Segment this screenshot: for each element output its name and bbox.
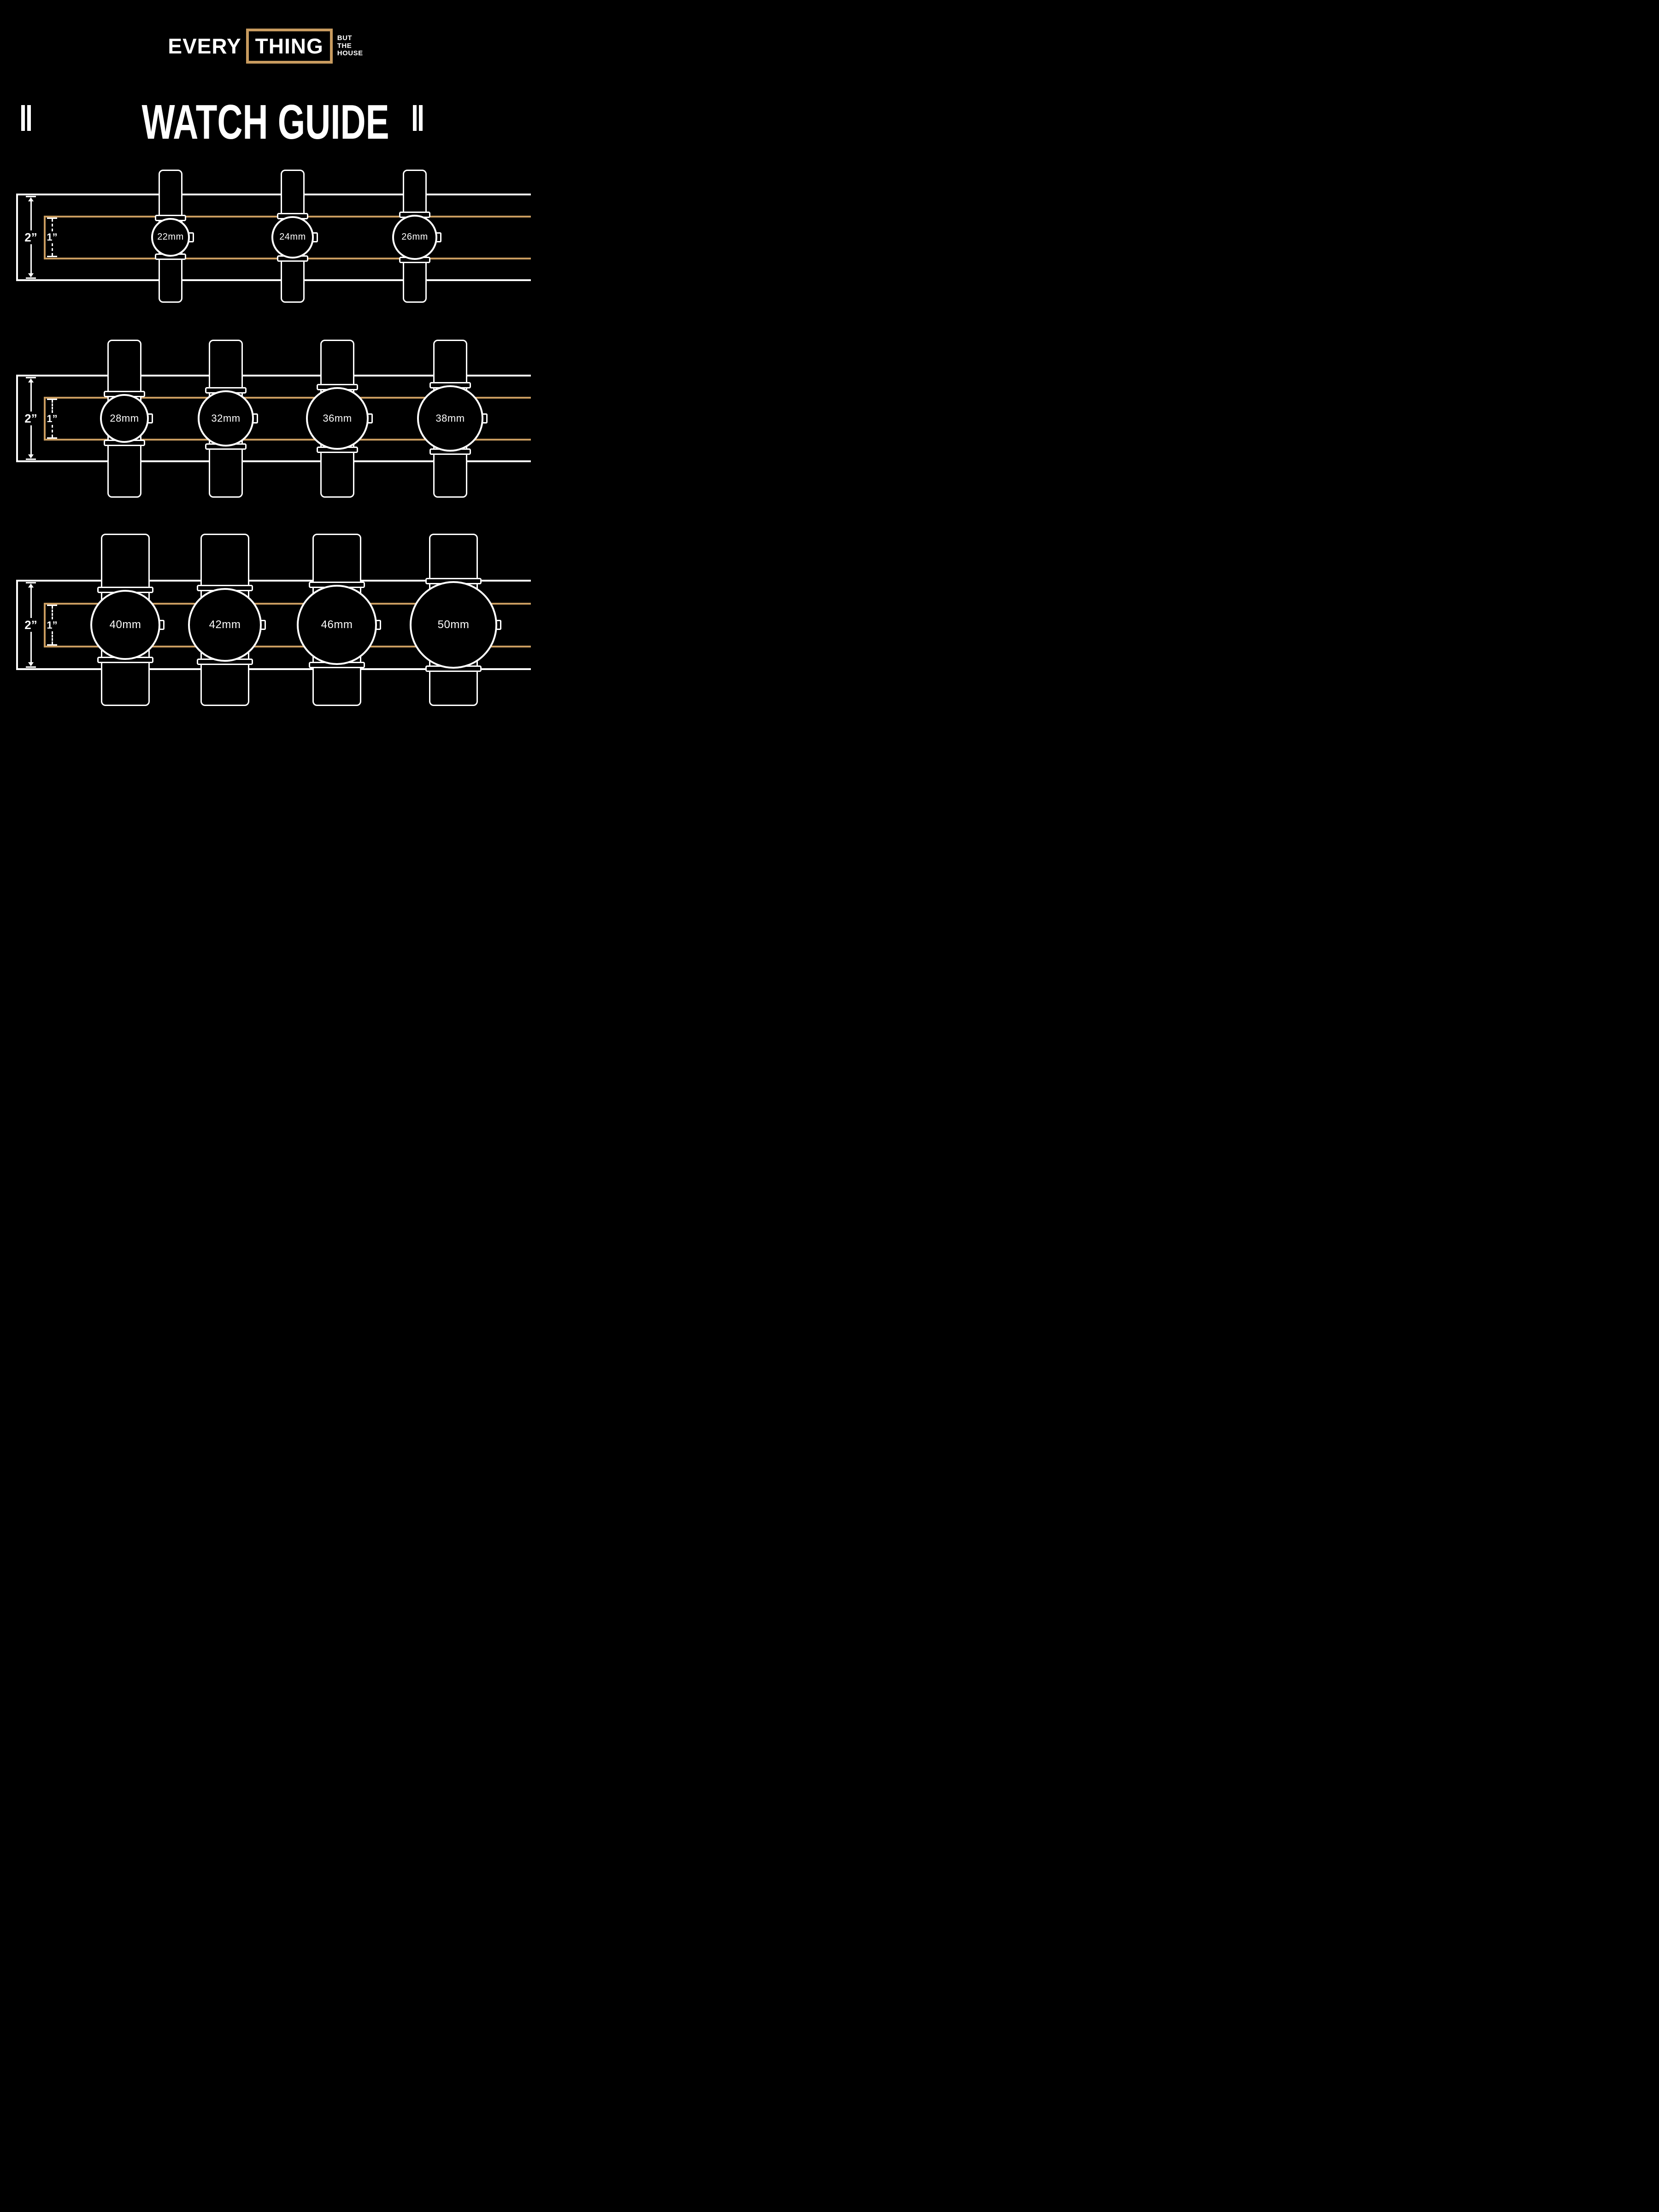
brand-tagline-line: THE bbox=[337, 41, 352, 50]
two-inch-dimension-row-1: 2” bbox=[24, 196, 37, 279]
one-inch-dimension-row-3: 1” bbox=[46, 605, 58, 646]
watch-case: 46mm bbox=[296, 584, 377, 665]
watch-case: 22mm bbox=[151, 218, 190, 257]
watch-size-label: 22mm bbox=[157, 232, 184, 242]
one-inch-band-row-3 bbox=[44, 603, 531, 647]
watch-case: 36mm bbox=[306, 387, 369, 450]
two-inch-band-row-3 bbox=[16, 580, 531, 670]
title-quote-right-icon bbox=[413, 105, 423, 131]
watch-case: 24mm bbox=[271, 216, 314, 259]
watch-case: 40mm bbox=[90, 590, 160, 660]
two-inch-dimension-row-2: 2” bbox=[24, 377, 37, 460]
watch-size-label: 38mm bbox=[435, 412, 465, 424]
watch-case: 38mm bbox=[417, 385, 484, 452]
watch-size-label: 28mm bbox=[110, 412, 139, 424]
watch-size-label: 42mm bbox=[209, 618, 241, 631]
watch-size-label: 24mm bbox=[279, 232, 306, 242]
two-inch-label: 2” bbox=[24, 230, 37, 244]
brand-word-every: EVERY bbox=[168, 34, 241, 58]
one-inch-label: 1” bbox=[47, 412, 58, 424]
watch-guide-page: EVERY THING BUT THE HOUSE WATCH GUIDE 2”… bbox=[0, 0, 531, 708]
two-inch-band-row-2 bbox=[16, 375, 531, 462]
two-inch-label: 2” bbox=[24, 618, 37, 632]
watch-size-label: 26mm bbox=[401, 232, 428, 242]
watch-size-label: 32mm bbox=[211, 412, 241, 424]
watch-case: 50mm bbox=[410, 581, 497, 669]
watch-case: 28mm bbox=[100, 394, 149, 443]
brand-logo: EVERY THING BUT THE HOUSE bbox=[0, 29, 531, 64]
watch-case: 26mm bbox=[392, 214, 438, 260]
one-inch-dimension-row-2: 1” bbox=[46, 399, 58, 439]
one-inch-band-row-2 bbox=[44, 397, 531, 441]
watch-case: 32mm bbox=[198, 390, 254, 447]
one-inch-dimension-row-1: 1” bbox=[46, 218, 58, 257]
brand-tagline-line: BUT bbox=[337, 34, 353, 42]
one-inch-label: 1” bbox=[47, 231, 58, 243]
watch-size-label: 40mm bbox=[109, 618, 141, 631]
watch-size-label: 50mm bbox=[437, 618, 470, 631]
one-inch-label: 1” bbox=[47, 619, 58, 631]
title-quote-left-icon bbox=[21, 105, 31, 131]
brand-tagline: BUT THE HOUSE bbox=[337, 34, 363, 58]
watch-size-label: 46mm bbox=[321, 618, 353, 631]
brand-tagline-line: HOUSE bbox=[337, 49, 363, 58]
two-inch-dimension-row-3: 2” bbox=[24, 582, 37, 668]
watch-case: 42mm bbox=[188, 588, 262, 662]
page-title: WATCH GUIDE bbox=[141, 95, 389, 149]
brand-word-thing-box: THING bbox=[246, 29, 333, 64]
watch-size-label: 36mm bbox=[323, 412, 352, 424]
two-inch-label: 2” bbox=[24, 412, 37, 425]
two-inch-band-row-1 bbox=[16, 194, 531, 281]
watches-layer: 22mm 24mm 26mm 28mm 32mm 36mm 38mm 40mm 42mm 46mm… bbox=[0, 0, 531, 708]
